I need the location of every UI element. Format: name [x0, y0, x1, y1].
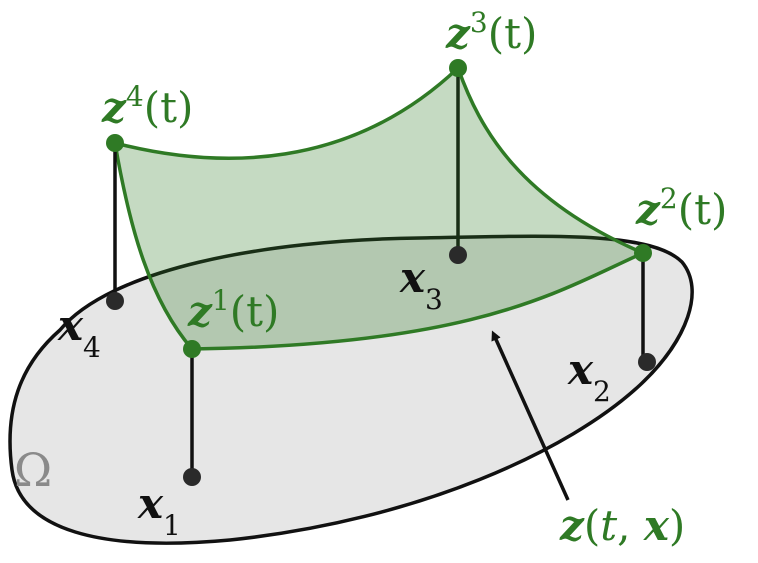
point-z3 — [449, 59, 467, 77]
point-x1 — [183, 468, 201, 486]
surface-arrow — [491, 330, 570, 501]
point-x2 — [638, 353, 656, 371]
label-x4: x4 — [57, 301, 101, 364]
point-z2 — [634, 244, 652, 262]
label-x1: x1 — [137, 479, 181, 542]
domain-omega-region — [8, 234, 694, 545]
point-x4 — [106, 292, 124, 310]
point-x3 — [449, 246, 467, 264]
label-x2: x2 — [567, 345, 611, 408]
label-z1: z1(t) — [187, 284, 279, 337]
label-z3: z3(t) — [445, 6, 537, 59]
label-x3: x3 — [399, 253, 443, 316]
label-surface: z(t, x) — [559, 501, 685, 550]
label-z4: z4(t) — [101, 80, 193, 133]
point-z4 — [106, 134, 124, 152]
label-z2: z2(t) — [635, 182, 727, 235]
point-z1 — [183, 340, 201, 358]
omega-label: Ω — [14, 443, 52, 497]
